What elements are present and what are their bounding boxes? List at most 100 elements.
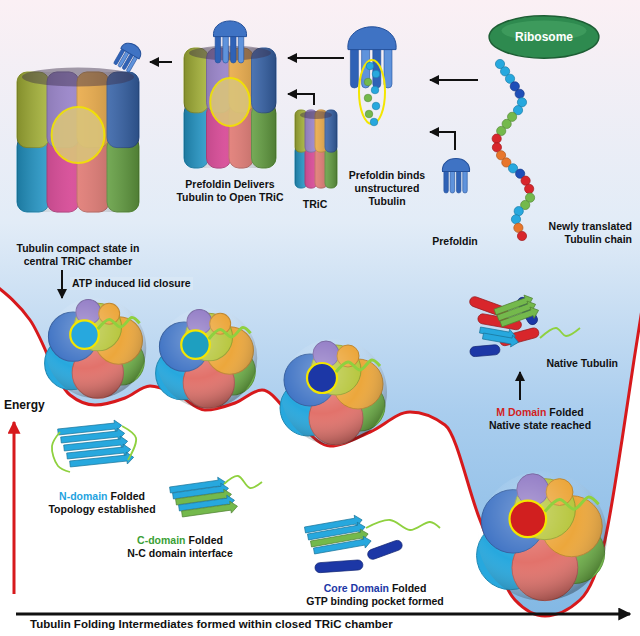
prefoldin-glyph (348, 27, 396, 88)
text-line: GTP binding pocket formed (302, 595, 448, 608)
text-block: Native Tubulin (518, 357, 618, 370)
residue-bead (372, 102, 380, 110)
tubulin-tail (545, 497, 599, 512)
text-holder: Prefoldin binds unstructured Tubulin (346, 169, 428, 208)
tric-open (17, 67, 139, 212)
stage-caption: TRiC (303, 198, 328, 210)
text-block: Tubulin compact state in central TRiC ch… (8, 242, 148, 268)
residue-bead (511, 215, 520, 224)
folding-stage: C-domainFoldedN-C domain interface (120, 524, 240, 562)
tric-closed (156, 308, 258, 409)
domain-name: C-domain (137, 534, 185, 546)
text-holder: M DomainFoldedNative state reached (470, 406, 610, 432)
coil (540, 328, 580, 338)
beta-strand (499, 305, 541, 330)
text-block: Newly translated Tubulin chain (542, 220, 632, 246)
text-line: Newly translated Tubulin chain (542, 220, 632, 246)
prefoldin-body (348, 27, 396, 50)
text-line: N-C domain interface (122, 547, 238, 560)
tric-closed (45, 298, 147, 399)
alpha-helix (366, 539, 403, 561)
coil (52, 432, 70, 472)
text-holder: N-domainFoldedTopology established (48, 490, 156, 516)
text-holder: Prefoldin Delivers Tubulin to Open TRiC (174, 178, 286, 204)
tubulin-outline (359, 60, 385, 124)
tubulin-in-chamber (307, 363, 337, 393)
folding-stage: Core DomainFoldedGTP binding pocket form… (300, 576, 450, 610)
c-domain-ribbon (169, 476, 262, 520)
residue-bead (370, 118, 378, 126)
residue-bead (366, 62, 374, 70)
tric-shading (46, 298, 147, 399)
landscape-floor (0, 285, 640, 636)
folding-stage: N-domainFoldedTopology established (46, 298, 158, 518)
domain-name: Core Domain (324, 582, 389, 594)
progress-axis (16, 613, 630, 616)
prefoldin-glyph (112, 40, 144, 74)
tric-opening (189, 46, 271, 60)
text-line: Native state reached (470, 419, 610, 432)
text-block: Prefoldin Delivers Tubulin to Open TRiC (174, 178, 286, 204)
domain-name: N-domain (59, 490, 107, 502)
residue-bead (492, 134, 501, 143)
beta-strand (313, 535, 372, 557)
text-block: Ribosome (515, 30, 573, 45)
stage-caption: Newly translated Tubulin chain (549, 220, 632, 245)
text-line: Topology established (48, 503, 156, 516)
stage-caption: Topology established (48, 503, 155, 515)
stage-node: Prefoldin (430, 150, 480, 250)
text-line: Native Tubulin (518, 357, 618, 370)
n-domain-ribbon (52, 419, 136, 472)
text-holder: Ribosome (488, 14, 600, 60)
coil (122, 426, 136, 460)
text-block: Prefoldin binds unstructured Tubulin (346, 169, 428, 208)
text-holder: Core DomainFoldedGTP binding pocket form… (302, 582, 448, 608)
stage-caption: Tubulin compact state in central TRiC ch… (17, 242, 140, 267)
stage-caption: N-C domain interface (127, 547, 233, 559)
residue-bead (517, 231, 526, 240)
tubulin-in-chamber (210, 78, 250, 126)
residue-bead (514, 223, 523, 232)
beta-strand (69, 451, 134, 470)
stage-node: TRiC (290, 105, 340, 213)
tric-shading (295, 110, 337, 188)
ribosome-label: Ribosome (515, 30, 573, 44)
ribosome-body (489, 16, 599, 58)
tubulin-in-chamber (510, 501, 547, 538)
native-tubulin-ribbon (468, 293, 580, 357)
stage-caption: Folded (188, 534, 222, 546)
energy-axis (13, 422, 16, 594)
flow-arrow (288, 94, 314, 105)
axis-label: Energy (4, 398, 45, 412)
prefoldin-glyph (213, 21, 246, 63)
stage-caption: Prefoldin binds unstructured Tubulin (349, 169, 425, 207)
stage-caption: Folded (392, 582, 426, 594)
text-line: M DomainFolded (470, 406, 610, 419)
energy-curve (0, 285, 640, 616)
tubulin-in-chamber (70, 320, 99, 349)
residue-bead (365, 110, 373, 118)
stage-node: Prefoldin binds unstructured Tubulin (344, 20, 430, 210)
prefoldin-glyph (442, 159, 469, 193)
folding-stage: M DomainFoldedNative state reached (468, 400, 612, 434)
stage-node: Newly translated Tubulin chain (478, 62, 634, 248)
flow-arrow (150, 61, 172, 63)
stage-caption: Native state reached (489, 419, 591, 431)
tric-closed (280, 339, 387, 445)
text-line: Prefoldin binds unstructured Tubulin (346, 169, 428, 208)
tric-shading (157, 308, 258, 409)
stage-node: Tubulin compact state in central TRiC ch… (6, 36, 150, 270)
beta-strand (181, 500, 238, 520)
text-block: M DomainFoldedNative state reached (470, 406, 610, 432)
tric-opening (22, 67, 134, 86)
ribosome-node: Ribosome (488, 14, 600, 60)
tubulin-tail (98, 318, 140, 329)
stage-caption: GTP binding pocket formed (306, 595, 443, 607)
core-domain-ribbon (304, 514, 440, 573)
residue-bead (521, 176, 530, 185)
edge-label: ATP induced lid closure (72, 277, 191, 289)
